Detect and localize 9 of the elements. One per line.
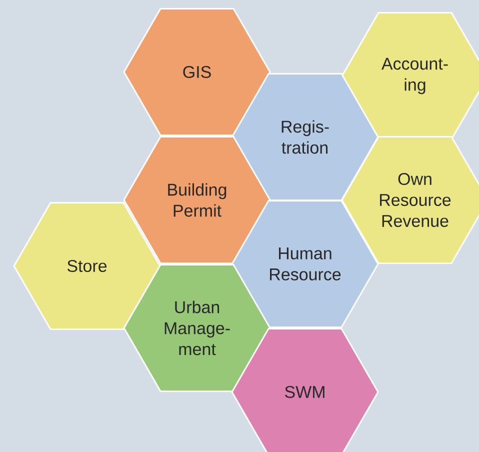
hexagon-piece: Building Permit [123,136,271,264]
hexagon-piece: Own Resource Revenue [341,136,479,264]
hexagon-piece: GIS [123,8,271,136]
hexagon-piece: SWM [231,328,379,452]
hexagon-piece: Human Resource [231,200,379,328]
hexagon-piece: Urban Manage- ment [123,264,271,392]
hexagon-piece: Account- ing [341,12,479,140]
hexagon-piece: Regis- tration [231,73,379,201]
hexagon-piece: Store [13,202,161,330]
